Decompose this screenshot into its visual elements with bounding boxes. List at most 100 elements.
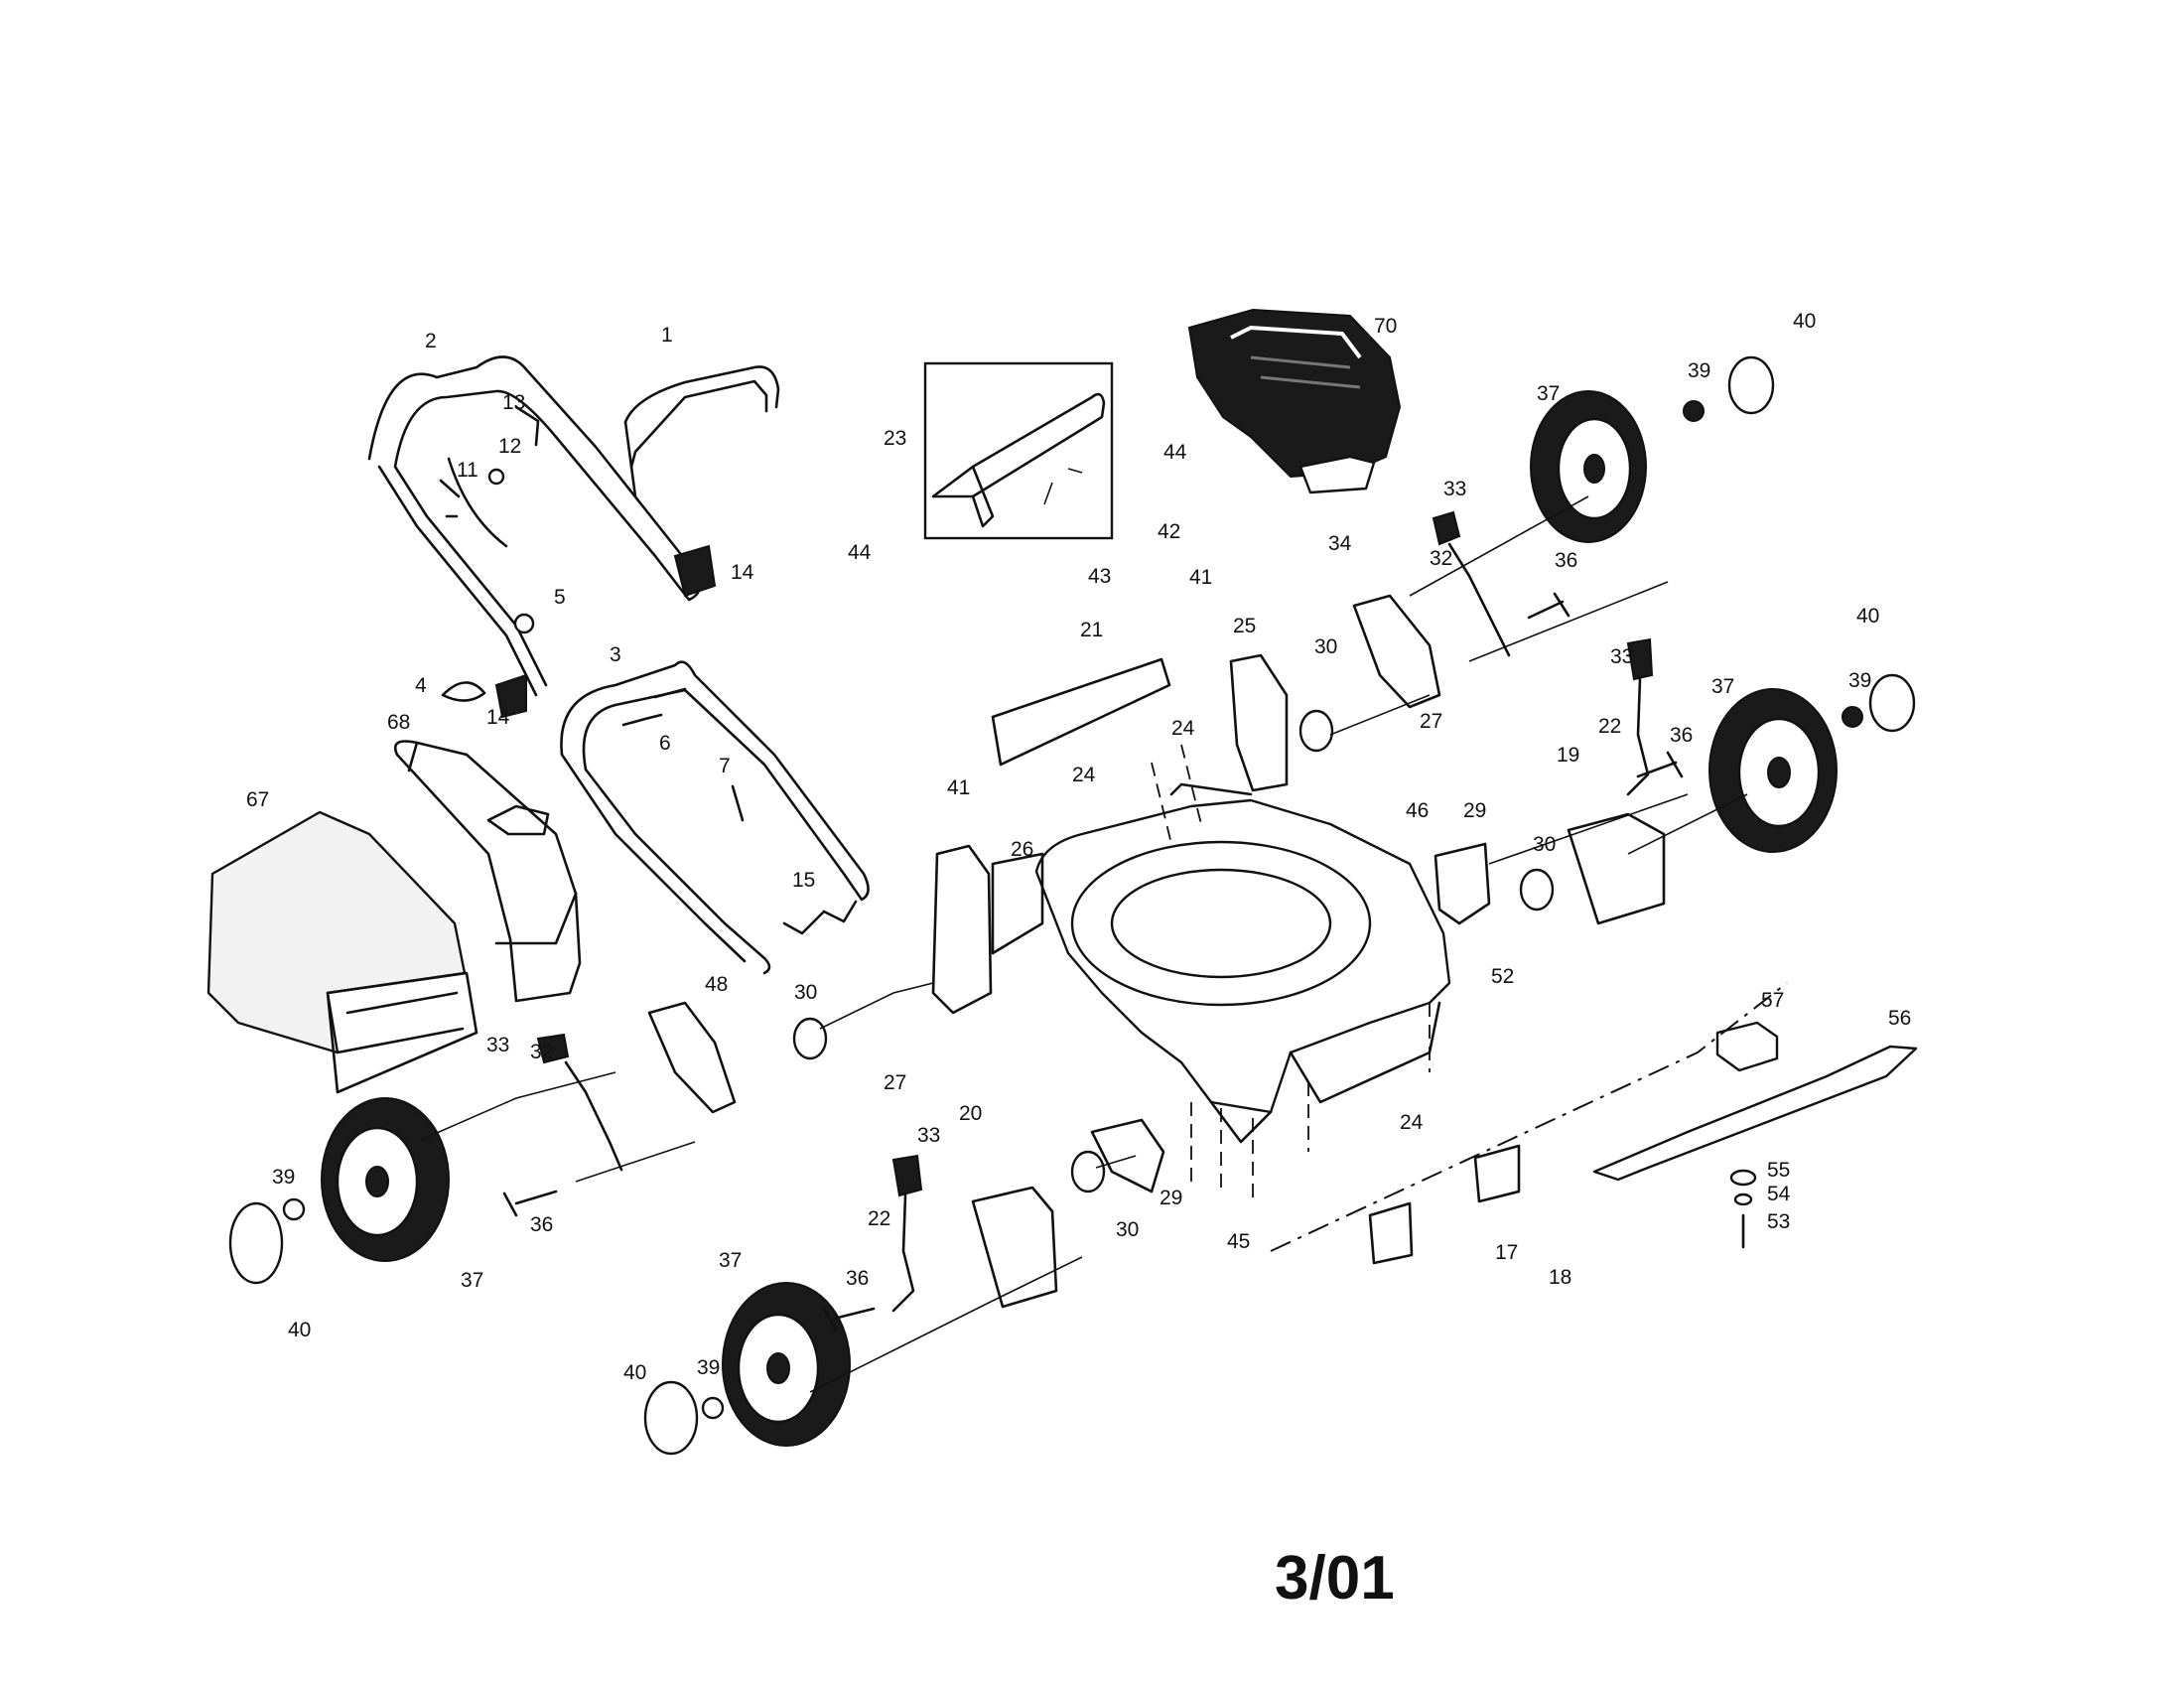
bolt-12 <box>487 468 505 486</box>
part-number-32: 32 <box>1430 547 1452 570</box>
adjuster-48 <box>647 1001 737 1114</box>
part-number-26: 26 <box>1011 838 1033 861</box>
bolt-36-front-right <box>1636 751 1684 778</box>
handle-knob-14 <box>673 544 717 598</box>
spacer-30-rear-right <box>1298 709 1334 753</box>
part-number-29: 29 <box>1463 799 1486 822</box>
part-number-36: 36 <box>530 1213 553 1236</box>
date-code: 3/01 <box>1275 1544 1395 1613</box>
part-number-23: 23 <box>884 427 906 450</box>
spacer-30-rear-left <box>792 1017 828 1060</box>
bracket-19 <box>1567 812 1666 925</box>
part-number-52: 52 <box>1491 965 1514 988</box>
part-number-17: 17 <box>1495 1241 1518 1264</box>
bolt-36-front-left <box>822 1307 876 1333</box>
engine-70 <box>1187 308 1402 494</box>
adjuster-29-left <box>1090 1118 1165 1193</box>
part-number-32: 32 <box>530 1041 553 1063</box>
part-number-2: 2 <box>425 330 437 352</box>
knob-33-front-left <box>891 1154 923 1197</box>
clip-15 <box>782 900 858 935</box>
nut-39-front-left <box>701 1396 725 1420</box>
wheel-37-front-right <box>1708 688 1838 853</box>
knob-33-rear-left <box>536 1033 570 1064</box>
nut-5 <box>513 613 535 634</box>
spacer-30-front-right <box>1519 868 1555 912</box>
part-number-19: 19 <box>1557 744 1579 767</box>
lever-32-rear-right <box>1447 542 1511 657</box>
part-number-53: 53 <box>1767 1210 1790 1233</box>
side-plate-26 <box>991 852 1044 955</box>
bracket-13 <box>514 405 540 447</box>
height-adjuster-26 <box>931 844 993 1015</box>
part-number-43: 43 <box>1088 565 1111 588</box>
part-number-33: 33 <box>1443 478 1466 500</box>
part-number-30: 30 <box>1533 833 1556 856</box>
grass-catcher-frame-68 <box>393 740 582 1003</box>
nut-39-rear-right <box>1683 400 1705 422</box>
part-number-1: 1 <box>661 324 673 347</box>
nut-39-rear-left <box>282 1197 306 1221</box>
part-number-39: 39 <box>1848 669 1871 692</box>
part-number-11: 11 <box>457 459 478 482</box>
part-number-30: 30 <box>1116 1218 1139 1241</box>
part-number-37: 37 <box>719 1249 742 1272</box>
part-number-33: 33 <box>917 1124 940 1147</box>
lever-32-rear-left <box>564 1060 623 1172</box>
part-number-57: 57 <box>1761 989 1784 1012</box>
part-number-40: 40 <box>623 1361 646 1384</box>
washer-54 <box>1733 1193 1753 1206</box>
part-number-42: 42 <box>1158 520 1180 543</box>
part-number-48: 48 <box>705 973 728 996</box>
discharge-door-inset <box>923 361 1114 540</box>
part-number-7: 7 <box>719 755 731 777</box>
clip-4 <box>441 681 486 702</box>
part-number-14: 14 <box>486 706 510 729</box>
adjuster-29-right <box>1433 842 1491 925</box>
part-number-24: 24 <box>1072 764 1096 786</box>
part-number-68: 68 <box>387 711 410 734</box>
pin-7 <box>731 784 745 822</box>
part-number-40: 40 <box>1856 605 1879 628</box>
part-number-56: 56 <box>1888 1007 1911 1030</box>
hubcap-40-rear-right <box>1727 355 1775 415</box>
part-number-67: 67 <box>246 788 269 811</box>
part-number-44: 44 <box>848 541 872 564</box>
part-number-37: 37 <box>1711 675 1734 698</box>
part-number-12: 12 <box>498 435 521 458</box>
part-number-20: 20 <box>959 1102 982 1125</box>
wheel-37-rear-left <box>321 1097 450 1262</box>
part-number-40: 40 <box>288 1319 311 1341</box>
part-number-37: 37 <box>1537 382 1560 405</box>
handle-bar-top <box>623 365 780 498</box>
part-number-37: 37 <box>461 1269 483 1292</box>
lower-handle <box>560 660 870 975</box>
spacer-30-front-left <box>1070 1150 1106 1193</box>
part-number-70: 70 <box>1374 315 1397 338</box>
part-number-22: 22 <box>1598 715 1621 738</box>
part-number-21: 21 <box>1080 619 1103 641</box>
part-number-15: 15 <box>792 869 815 892</box>
rear-baffle-21 <box>991 657 1171 767</box>
part-number-4: 4 <box>415 674 427 697</box>
part-number-44: 44 <box>1163 441 1187 464</box>
part-number-46: 46 <box>1406 799 1429 822</box>
bracket-11 <box>439 479 461 518</box>
part-number-25: 25 <box>1233 615 1256 637</box>
part-number-5: 5 <box>554 586 566 609</box>
nut-39-front-right <box>1842 706 1863 728</box>
washer-55 <box>1729 1169 1757 1187</box>
part-number-3: 3 <box>610 643 621 666</box>
part-number-36: 36 <box>1555 549 1577 572</box>
blade-56 <box>1592 1045 1918 1182</box>
part-number-39: 39 <box>1688 359 1710 382</box>
knob-33-front-right <box>1626 637 1654 681</box>
part-number-18: 18 <box>1549 1266 1571 1289</box>
part-number-24: 24 <box>1400 1111 1424 1134</box>
lever-22-front-right <box>1626 677 1650 796</box>
bracket-17-upper <box>1473 1144 1521 1203</box>
hubcap-40-front-right <box>1868 673 1916 733</box>
bolt-36-rear-left <box>502 1190 558 1217</box>
